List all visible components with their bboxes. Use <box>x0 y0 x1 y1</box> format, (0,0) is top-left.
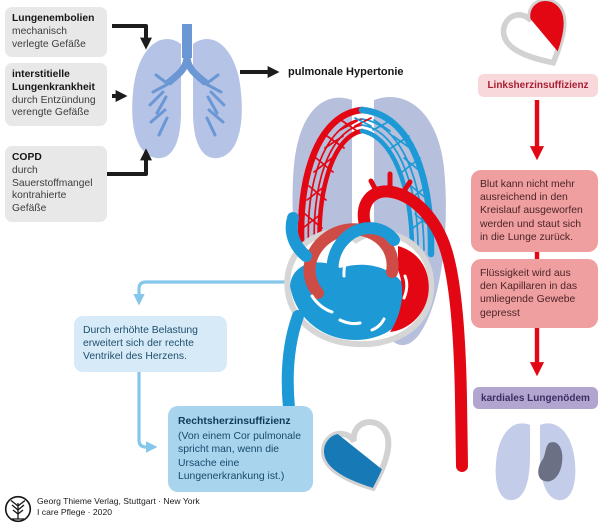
edema-blob <box>538 442 563 482</box>
linksherzinsuffizienz-badge: Linksherzinsuffizienz <box>478 74 598 97</box>
aorta-descending <box>357 185 468 472</box>
cause-arrows <box>106 24 280 176</box>
publisher-logo-icon <box>4 495 32 523</box>
left-ventricle <box>390 246 429 332</box>
cause-desc: mechanisch verlegte Gefäße <box>12 25 86 50</box>
rechtsherzinsuffizienz-desc: (Von einem Cor pulmonale spricht man, we… <box>178 431 302 482</box>
connector-heart-to-box <box>133 280 300 306</box>
heart-highlights <box>310 250 450 336</box>
cause-desc: durch Entzündung verengte Gefäße <box>12 94 96 119</box>
footer-credit: Georg Thieme Verlag, Stuttgart · New Yor… <box>37 496 200 518</box>
left-heart-failure-icon <box>500 0 567 66</box>
pulmonary-trunk <box>326 222 400 312</box>
rechtsherzinsuffizienz-box: Rechtsherzinsuffizienz (Von einem Cor pu… <box>168 406 313 493</box>
cause-box-interstitielle: interstitielle Lungenkrankheit durch Ent… <box>5 63 107 127</box>
rechtsherzinsuffizienz-title: Rechtsherzinsuffizienz <box>178 416 291 427</box>
cause-title: COPD <box>12 152 42 163</box>
cause-title: Lungenembolien <box>12 13 95 24</box>
right-heart-failure-icon <box>321 419 392 492</box>
pulmonale-hypertonie-label: pulmonale Hypertonie <box>288 66 404 78</box>
fluid-pressed-box: Flüssigkeit wird aus den Kapillaren in d… <box>471 259 598 328</box>
vena-cava <box>281 310 304 414</box>
source-line: I care Pflege · 2020 <box>37 507 113 518</box>
ventricle-dilation-box: Durch erhöhte Belastung erweitert sich d… <box>74 316 227 372</box>
capillary-mesh-red <box>302 117 372 229</box>
top-lungs-icon <box>132 24 242 159</box>
blood-backup-box: Blut kann nicht mehr ausreichend in den … <box>471 170 598 253</box>
cause-title: interstitielle Lungenkrankheit <box>12 69 95 93</box>
cause-box-lungenembolien: Lungenembolien mechanisch verlegte Gefäß… <box>5 7 107 58</box>
connector-box-to-box <box>137 372 158 453</box>
kardiales-lungenoedem-badge: kardiales Lungenödem <box>473 387 598 409</box>
publisher-line: Georg Thieme Verlag, Stuttgart · New Yor… <box>37 496 200 506</box>
edema-lungs-icon <box>495 423 576 501</box>
heart-illustration <box>281 171 468 472</box>
cause-desc: durch Sauerstoffmangel kontrahierte Gefä… <box>12 164 93 215</box>
aortic-arch-ring <box>303 223 399 299</box>
capillary-mesh-blue <box>354 117 433 229</box>
cause-box-copd: COPD durch Sauerstoffmangel kontrahierte… <box>5 146 107 222</box>
